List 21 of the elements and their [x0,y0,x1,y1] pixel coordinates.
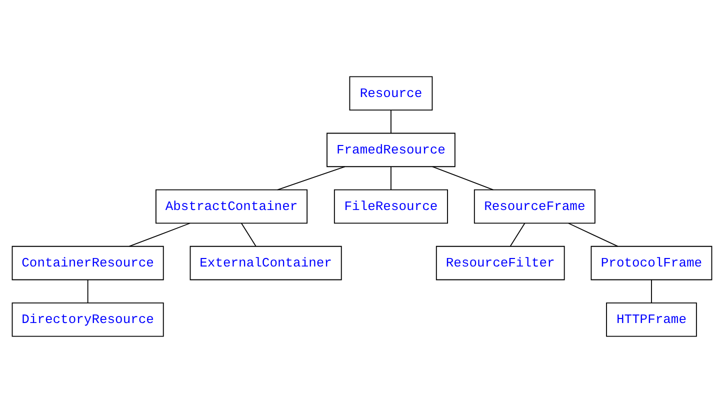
node-box: DirectoryResource [12,302,164,336]
node-box: ExternalContainer [190,245,342,280]
node-box: Resource [349,76,433,110]
node-box: FramedResource [326,132,456,167]
connector [87,278,88,303]
connector [128,222,190,246]
connector [390,166,392,190]
node-box: ResourceFrame [474,188,596,224]
node-box: ProtocolFrame [590,245,712,280]
connector [390,109,392,133]
connector [568,222,618,246]
node-box: ContainerResource [12,245,164,280]
node-box: AbstractContainer [156,188,308,224]
connector [651,278,652,303]
node-box: HTTPFrame [606,302,697,336]
connector [277,166,346,190]
connector [432,166,494,190]
connector [240,222,256,246]
node-box: ResourceFilter [436,245,565,280]
connector [510,222,526,246]
node-box: FileResource [334,188,448,224]
